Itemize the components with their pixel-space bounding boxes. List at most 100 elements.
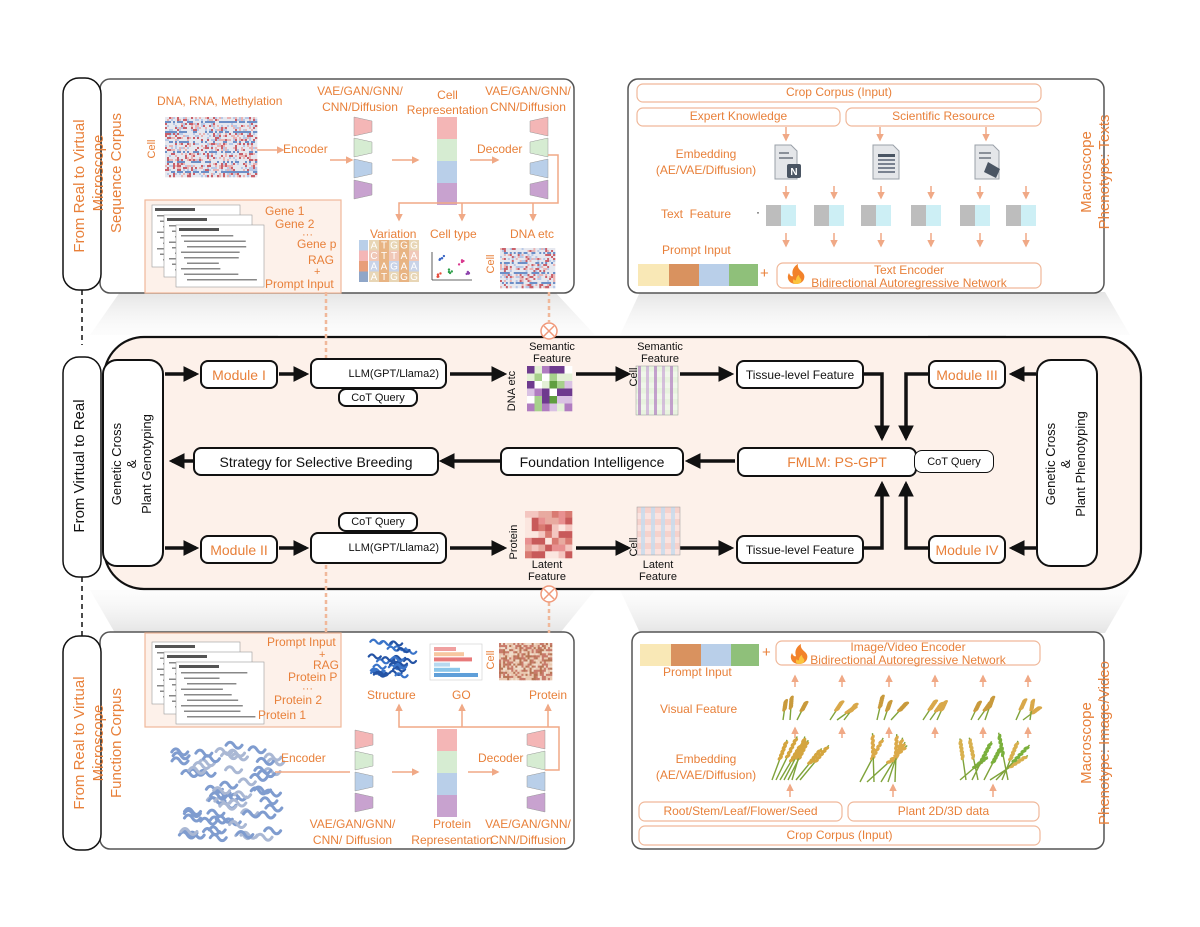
variation-base: A <box>371 241 378 252</box>
tr-arrows <box>782 127 1030 248</box>
phenotyping-label: Genetic Cross & Plant Phenotyping <box>1043 411 1088 517</box>
side-pill-top <box>62 77 102 291</box>
tl-celltype-scatter <box>431 252 472 281</box>
go-bar-icon <box>429 643 483 681</box>
wheat-icon <box>771 694 1043 783</box>
semantic-cell-feature <box>635 365 679 416</box>
tl-prompt-line: Prompt Input <box>265 277 334 291</box>
variation-base: A <box>371 272 378 283</box>
bl-prompt-line: ··· <box>302 683 313 695</box>
structure-icon <box>367 638 418 679</box>
latent-feature-label-a: Latent Feature <box>528 559 566 584</box>
bl-document-pages <box>151 641 265 725</box>
br-encoder: Image/Video Encoder Bidirectional Autore… <box>810 640 1006 668</box>
bl-decoder-label: Decoder <box>478 751 524 765</box>
br-plus: + <box>762 644 771 661</box>
bl-prompt-line: + <box>319 649 326 661</box>
module-2-button[interactable]: Module II <box>200 535 278 564</box>
br-prompt-input: Prompt Input <box>663 665 732 679</box>
cot-query-right[interactable]: CoT Query <box>914 450 994 473</box>
panel-tr-title: Macroscope Phenotype: Texts <box>1078 114 1113 230</box>
tl-prompt-line: RAG <box>308 253 335 267</box>
bl-decoder-stack <box>526 729 546 813</box>
tl-prompt-line: Gene 2 <box>275 217 315 231</box>
tl-decoder-stack <box>529 116 549 200</box>
tr-encoder: Text Encoder Bidirectional Autoregressiv… <box>811 263 1007 291</box>
dna-etc-label: DNA etc <box>506 370 518 412</box>
panel-br-title: Macroscope Phenotype: Image/Video <box>1078 661 1113 826</box>
panel-bl-title: Microscope Function Corpus <box>90 687 125 799</box>
tl-prompt-line: + <box>314 266 321 278</box>
variation-base: A <box>381 262 388 273</box>
strategy-box[interactable]: Strategy for Selective Breeding <box>193 447 439 476</box>
side-label-middle: From Virtual to Real <box>71 399 88 533</box>
bl-prompt-line: Protein 2 <box>274 693 323 707</box>
tissue-feature-bottom[interactable]: Tissue-level Feature <box>736 535 864 564</box>
variation-base: A <box>401 262 408 273</box>
table-document-icon <box>872 144 900 180</box>
variation-base: G <box>410 241 418 252</box>
genotyping-pill <box>102 359 164 567</box>
br-arrows <box>786 674 1032 797</box>
tr-text-feature-vectors <box>766 205 1036 226</box>
x-circle-icon <box>540 585 558 603</box>
llm-bottom-box[interactable]: LLM(GPT/Llama2) <box>310 532 447 564</box>
br-prompt-vector <box>640 644 759 666</box>
bl-prompt-line: Protein P <box>288 670 338 684</box>
tl-output-celltype: Cell type <box>430 227 477 241</box>
tl-input-heatmap <box>165 117 258 178</box>
tr-corpus: Crop Corpus (Input) <box>785 85 893 99</box>
tl-out-cell: Cell <box>485 254 497 274</box>
variation-base: T <box>381 241 387 252</box>
llm-top-box[interactable]: LLM(GPT/Llama2) <box>310 358 447 389</box>
bl-prompt-line: Protein 1 <box>258 708 307 722</box>
image-document-icon <box>974 144 1000 180</box>
br-embedding: Embedding (AE/VAE/Diffusion) <box>655 752 757 782</box>
center-arrows <box>165 366 1036 556</box>
latent-feature-label-b: Latent Feature <box>639 559 677 584</box>
tl-output-variation: Variation <box>370 227 417 241</box>
tissue-feature-top[interactable]: Tissue-level Feature <box>736 360 864 389</box>
tl-output-dna: DNA etc <box>510 227 555 241</box>
variation-base: A <box>371 262 378 273</box>
cot-query-top[interactable]: CoT Query <box>338 388 418 407</box>
semantic-feature-label-b: Semantic Feature <box>637 341 683 366</box>
variation-base: T <box>381 272 387 283</box>
module-1-button[interactable]: Module I <box>200 360 278 389</box>
cot-query-bottom[interactable]: CoT Query <box>338 512 418 532</box>
tr-prompt-vector <box>638 264 758 286</box>
bl-output-go: GO <box>452 688 471 702</box>
bl-out-cell: Cell <box>485 650 497 670</box>
cell-label-bottom: Cell <box>628 537 640 557</box>
variation-base: T <box>381 251 387 262</box>
tl-dec-model: VAE/GAN/GNN/ CNN/Diffusion <box>485 84 571 114</box>
module-3-button[interactable]: Module III <box>928 360 1006 389</box>
variation-base: G <box>400 272 408 283</box>
bl-output-protein: Protein <box>529 688 568 702</box>
variation-base: G <box>410 272 418 283</box>
fire-icon <box>787 264 805 284</box>
bl-prompt-line: Prompt Input <box>267 635 336 649</box>
bl-protein-heatmap <box>499 643 553 681</box>
fmlm-box[interactable]: FMLM: PS-GPT <box>737 447 917 477</box>
br-source-a: Root/Stem/Leaf/Flower/Seed <box>663 804 818 818</box>
variation-base: A <box>411 262 418 273</box>
phenotyping-pill <box>1036 359 1098 567</box>
variation-base: G <box>390 262 398 273</box>
latent-protein-heatmap <box>525 511 573 559</box>
bl-representation-vector <box>437 729 457 817</box>
tl-representation-vector <box>437 117 457 205</box>
tr-dot: · <box>756 205 760 219</box>
tl-prompt-line: ··· <box>302 229 313 241</box>
foundation-box[interactable]: Foundation Intelligence <box>500 447 684 476</box>
bl-enc-model: VAE/GAN/GNN/ CNN/ Diffusion <box>309 817 396 847</box>
module-4-button[interactable]: Module IV <box>928 535 1006 564</box>
tl-axis-cell: Cell <box>146 139 158 159</box>
tl-encoder-stack <box>353 116 373 200</box>
bl-encoder-stack <box>354 729 374 813</box>
tr-source-b: Scientific Resource <box>892 109 995 123</box>
bl-prompt-line: RAG <box>313 658 340 672</box>
tl-representation: Cell Representation <box>406 88 489 117</box>
tl-document-pages <box>151 204 265 288</box>
